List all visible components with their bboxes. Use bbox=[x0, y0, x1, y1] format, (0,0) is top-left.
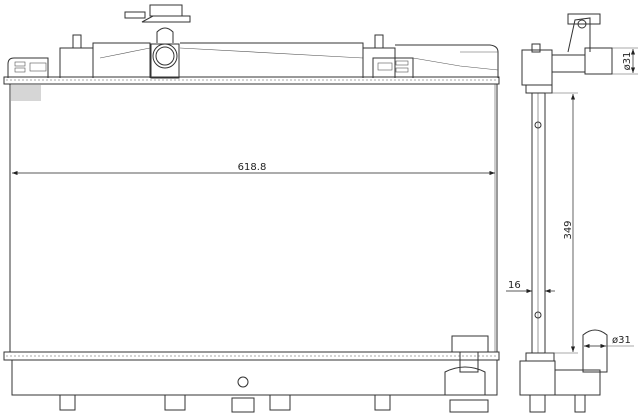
outlet-diameter-dimension: ø31 bbox=[584, 335, 634, 349]
outlet-diameter-label: ø31 bbox=[612, 335, 631, 346]
depth-dimension: 16 bbox=[506, 280, 555, 294]
width-dimension: 618.8 bbox=[12, 162, 495, 176]
filler-cap bbox=[124, 4, 191, 79]
bottom-tank bbox=[3, 335, 500, 413]
inlet-diameter-dimension: ø31 bbox=[612, 47, 638, 75]
height-dimension-label: 349 bbox=[563, 220, 574, 239]
front-view: 618.8 bbox=[3, 4, 500, 413]
radiator-core bbox=[9, 83, 498, 353]
side-view: 349 16 ø31 ø31 bbox=[506, 13, 638, 413]
top-tank bbox=[3, 34, 500, 85]
depth-dimension-label: 16 bbox=[508, 280, 521, 291]
height-dimension: 349 bbox=[545, 92, 578, 354]
width-dimension-label: 618.8 bbox=[238, 162, 267, 173]
inlet-diameter-label: ø31 bbox=[622, 52, 633, 71]
